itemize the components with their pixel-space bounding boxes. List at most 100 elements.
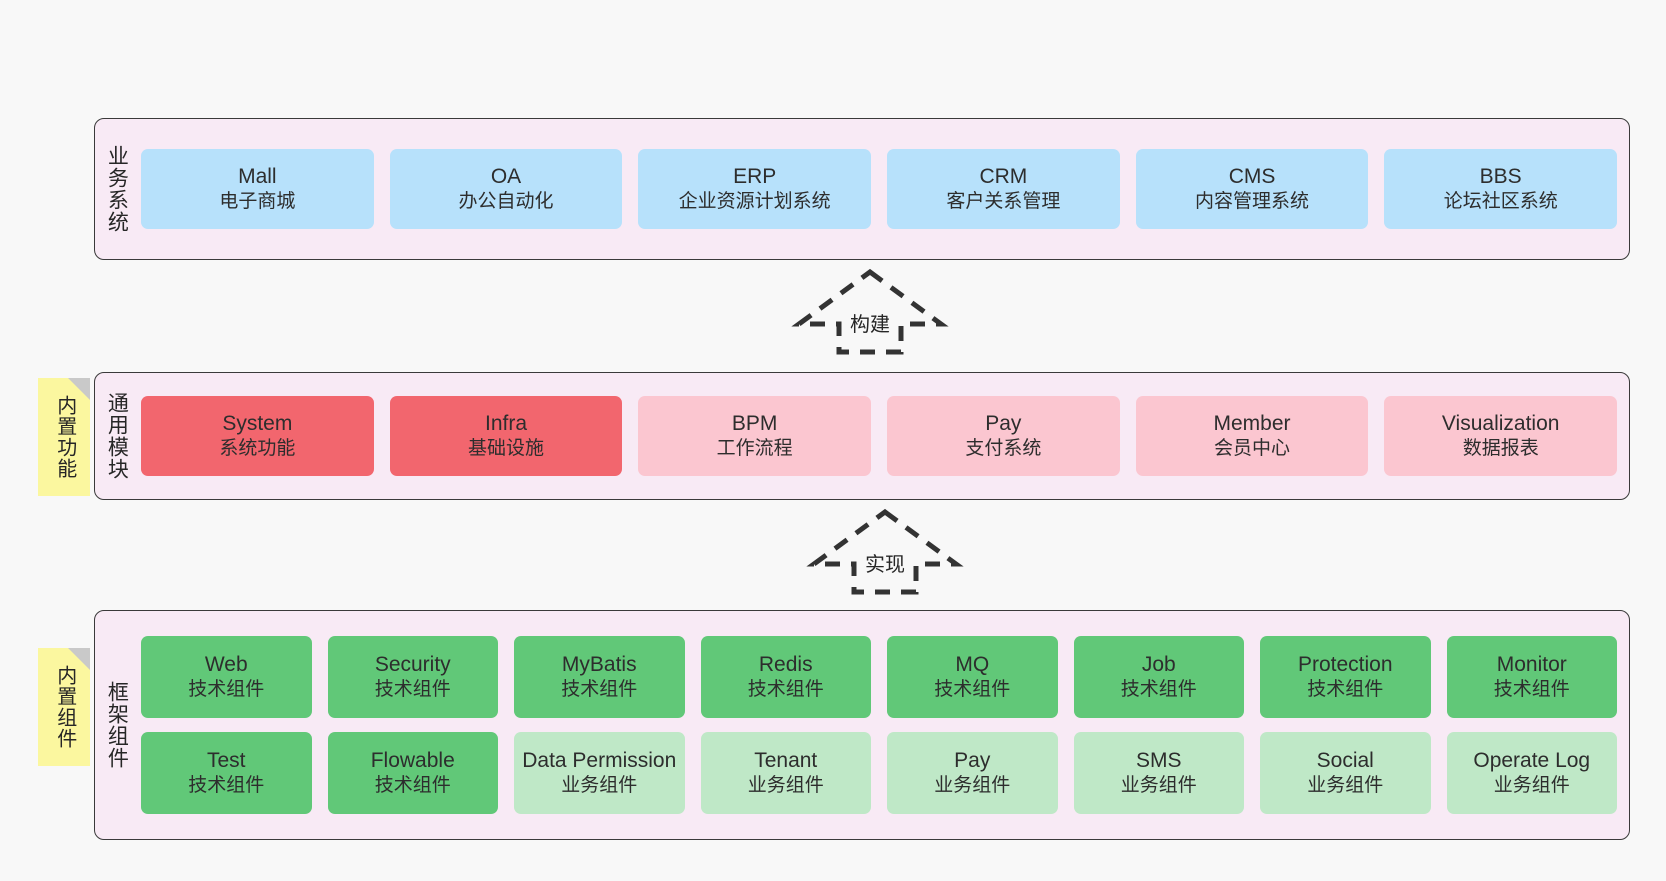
component-name: Flowable <box>370 749 455 773</box>
component-name: Test <box>206 749 246 773</box>
component-name: Redis <box>758 653 813 677</box>
connector-implement-label: 实现 <box>865 554 905 576</box>
component-desc: 技术组件 <box>1307 679 1384 701</box>
connector-implement-arrow-icon <box>806 508 964 595</box>
component-name: Protection <box>1297 653 1393 677</box>
note-builtin-components-label: 内置组件 <box>53 665 76 749</box>
component-desc: 支付系统 <box>965 438 1042 460</box>
component-desc: 业务组件 <box>1493 775 1570 797</box>
component-name: Visualization <box>1441 412 1560 436</box>
component-name: System <box>222 412 293 436</box>
component-name: BBS <box>1479 165 1522 189</box>
component-name: Member <box>1213 412 1291 436</box>
component-desc: 技术组件 <box>1493 679 1570 701</box>
component-name: BPM <box>731 412 778 436</box>
component-desc: 工作流程 <box>716 438 793 460</box>
layer-framework-components-label: 框架组件 <box>105 681 129 769</box>
component-desc: 技术组件 <box>747 679 824 701</box>
component-name: Job <box>1141 653 1176 677</box>
connector-implement: 实现 <box>806 508 964 596</box>
component-desc: 技术组件 <box>1120 679 1197 701</box>
component-desc: 技术组件 <box>934 679 1011 701</box>
component-desc: 基础设施 <box>468 438 545 460</box>
note-builtin-features: 内置功能 <box>38 378 90 496</box>
component-desc: 内容管理系统 <box>1195 191 1310 213</box>
component-name: MyBatis <box>561 653 637 677</box>
component-name: Security <box>374 653 451 677</box>
component-desc: 系统功能 <box>219 438 296 460</box>
component-name: Pay <box>954 749 991 773</box>
component-desc: 企业资源计划系统 <box>678 191 831 213</box>
component-name: Data Permission <box>522 749 677 773</box>
component-desc: 业务组件 <box>934 775 1011 797</box>
component-desc: 会员中心 <box>1214 438 1291 460</box>
component-name: Pay <box>985 412 1022 436</box>
connector-build-label: 构建 <box>850 314 890 336</box>
component-desc: 技术组件 <box>374 679 451 701</box>
component-desc: 技术组件 <box>188 679 265 701</box>
component-name: Web <box>204 653 248 677</box>
component-desc: 业务组件 <box>1307 775 1384 797</box>
component-name: CMS <box>1228 165 1276 189</box>
component-name: SMS <box>1135 749 1182 773</box>
note-fold-corner-icon <box>68 378 90 400</box>
component-desc: 业务组件 <box>561 775 638 797</box>
connector-build-arrow-icon <box>791 268 949 355</box>
connector-build: 构建 <box>791 268 949 356</box>
component-desc: 技术组件 <box>561 679 638 701</box>
component-desc: 论坛社区系统 <box>1443 191 1558 213</box>
layer-common-modules-label: 通用模块 <box>105 392 129 480</box>
note-builtin-components: 内置组件 <box>38 648 90 766</box>
component-name: Mall <box>238 165 277 189</box>
component-name: Social <box>1316 749 1374 773</box>
component-desc: 办公自动化 <box>458 191 554 213</box>
component-name: MQ <box>955 653 990 677</box>
component-name: ERP <box>733 165 777 189</box>
component-desc: 客户关系管理 <box>946 191 1061 213</box>
component-name: OA <box>490 165 522 189</box>
note-fold-corner-icon <box>68 648 90 670</box>
component-desc: 电子商城 <box>219 191 296 213</box>
component-name: CRM <box>979 165 1028 189</box>
component-name: Operate Log <box>1473 749 1591 773</box>
component-name: Monitor <box>1496 653 1567 677</box>
component-name: Infra <box>484 412 528 436</box>
component-desc: 业务组件 <box>1120 775 1197 797</box>
component-name: Tenant <box>754 749 818 773</box>
